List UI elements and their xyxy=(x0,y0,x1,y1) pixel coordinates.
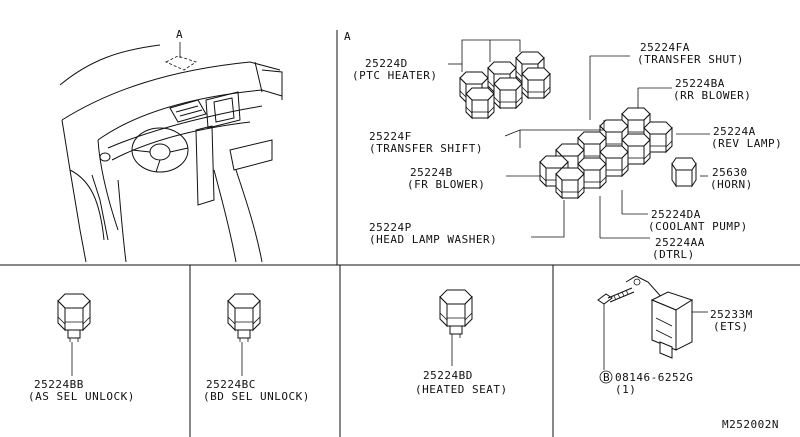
part-description: (FR BLOWER) xyxy=(407,178,485,191)
main-relay-bank xyxy=(539,107,697,199)
panel-heated-seat: 25224BD (HEATED SEAT) xyxy=(415,289,508,396)
part-description: (HEATED SEAT) xyxy=(415,383,508,396)
label-rr-blower: 25224BA (RR BLOWER) xyxy=(673,77,751,102)
part-number: 25233M xyxy=(710,308,753,321)
part-number: 25224BA xyxy=(675,77,725,90)
horn-relay xyxy=(671,157,697,188)
label-dtrl: 25224AA (DTRL) xyxy=(652,236,705,261)
diagram-code: M252002N xyxy=(722,418,779,431)
panel-ets: B 08146-6252G (1) 25233M (ETS) xyxy=(597,275,753,396)
part-description: (PTC HEATER) xyxy=(352,69,437,82)
view-marker: A xyxy=(344,30,351,43)
part-description: (HEAD LAMP WASHER) xyxy=(369,233,497,246)
part-number: 25224BD xyxy=(423,369,473,382)
label-horn: 25630 (HORN) xyxy=(710,166,753,191)
part-number: 25630 xyxy=(712,166,748,179)
part-number: 25224A xyxy=(713,125,756,138)
bolt-icon xyxy=(597,287,635,305)
label-head-lamp-washer: 25224P (HEAD LAMP WASHER) xyxy=(369,221,497,246)
relay-block-view: A xyxy=(344,30,782,261)
part-description: (HORN) xyxy=(710,178,753,191)
part-description: (TRANSFER SHIFT) xyxy=(369,142,483,155)
label-coolant-pump: 25224DA (COOLANT PUMP) xyxy=(648,208,748,233)
label-transfer-shut: 25224FA (TRANSFER SHUT) xyxy=(637,41,744,66)
part-description: (ETS) xyxy=(713,320,749,333)
part-description: (AS SEL UNLOCK) xyxy=(28,390,135,403)
overview-view-marker: A xyxy=(176,28,183,41)
part-description: (DTRL) xyxy=(652,248,695,261)
part-description: (BD SEL UNLOCK) xyxy=(203,390,310,403)
bolt-marker-icon xyxy=(599,370,613,384)
part-number: 25224BB xyxy=(34,378,84,391)
part-number: 25224DA xyxy=(651,208,701,221)
panel-bd-sel-unlock: 25224BC (BD SEL UNLOCK) xyxy=(203,293,310,403)
dashboard-overview-illustration: A xyxy=(59,28,283,263)
bolt-quantity: (1) xyxy=(615,383,636,396)
label-ptc-heater: 25224D (PTC HEATER) xyxy=(352,57,437,82)
part-description: (REV LAMP) xyxy=(711,137,782,150)
panel-as-sel-unlock: 25224BB (AS SEL UNLOCK) xyxy=(28,293,135,403)
part-description: (RR BLOWER) xyxy=(673,89,751,102)
part-number: 25224F xyxy=(369,130,412,143)
label-rev-lamp: 25224A (REV LAMP) xyxy=(711,125,782,150)
part-description: (TRANSFER SHUT) xyxy=(637,53,744,66)
part-description: (COOLANT PUMP) xyxy=(648,220,748,233)
part-number: 25224P xyxy=(369,221,412,234)
part-number: 25224FA xyxy=(640,41,690,54)
part-number: 25224D xyxy=(365,57,408,70)
part-number: 25224B xyxy=(410,166,453,179)
label-fr-blower: 25224B (FR BLOWER) xyxy=(407,166,485,191)
ptc-heater-relay-group xyxy=(448,39,551,119)
bolt-marker: B xyxy=(603,371,610,384)
panel-dividers xyxy=(0,30,800,437)
label-transfer-shift: 25224F (TRANSFER SHIFT) xyxy=(369,130,483,155)
part-number: 25224AA xyxy=(655,236,705,249)
part-number: 25224BC xyxy=(206,378,256,391)
leader-lines xyxy=(504,55,710,239)
bolt-part-number: 08146-6252G xyxy=(615,371,693,384)
